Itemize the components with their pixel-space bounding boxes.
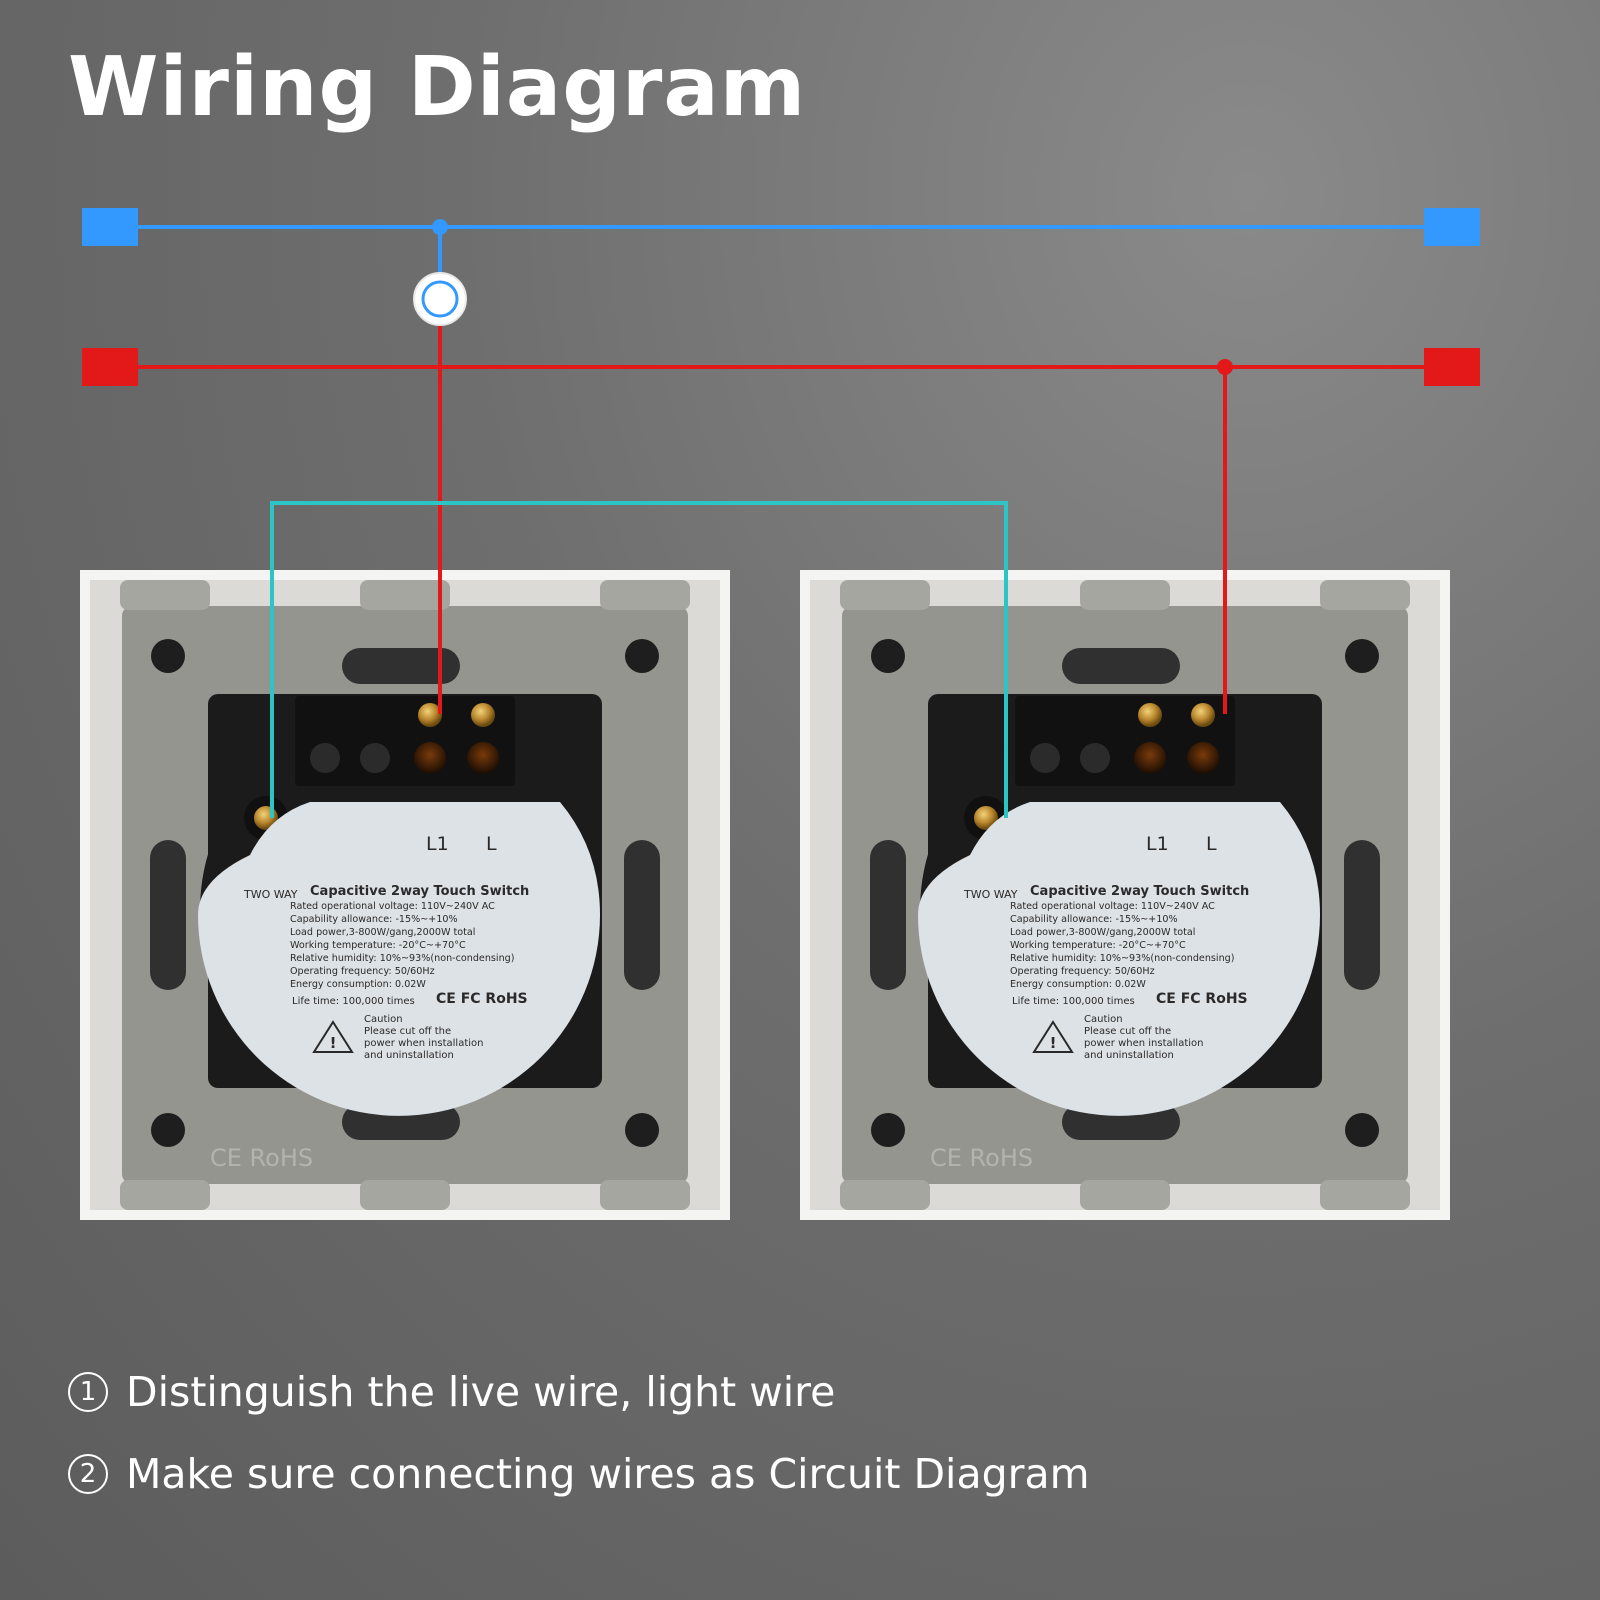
caution-title: Caution bbox=[1084, 1014, 1123, 1025]
switch-1: L1 L TWO WAY Capacitive 2way Touch Switc… bbox=[80, 570, 730, 1220]
terminal-l1-label: L1 bbox=[1146, 833, 1169, 855]
light-wire-terminal-right bbox=[1424, 208, 1480, 246]
spec-line: Rated operational voltage: 110V~240V AC bbox=[1010, 901, 1215, 912]
spec-line: Load power,3-800W/gang,2000W total bbox=[290, 927, 475, 938]
spec-line: Working temperature: -20°C~+70°C bbox=[1010, 940, 1186, 951]
caution-line: power when installation bbox=[364, 1038, 484, 1049]
instruction-step-2: 2 Make sure connecting wires as Circuit … bbox=[68, 1450, 1090, 1498]
instruction-step-1: 1 Distinguish the live wire, light wire bbox=[68, 1368, 835, 1416]
spec-line: Energy consumption: 0.02W bbox=[290, 979, 426, 990]
spec-line: Working temperature: -20°C~+70°C bbox=[290, 940, 466, 951]
terminal-l-label: L bbox=[1206, 833, 1217, 855]
housing-mark: CE RoHS bbox=[930, 1144, 1033, 1172]
spec-line: Operating frequency: 50/60Hz bbox=[1010, 966, 1155, 977]
page-title: Wiring Diagram bbox=[68, 40, 807, 135]
spec-line: Capability allowance: -15%~+10% bbox=[1010, 914, 1178, 925]
brand-label: TWO WAY bbox=[963, 888, 1018, 901]
switch-2: L1 L TWO WAY Capacitive 2way Touch Switc… bbox=[800, 570, 1450, 1220]
spec-line: Relative humidity: 10%~93%(non-condensin… bbox=[1010, 953, 1234, 964]
step-number: 2 bbox=[68, 1454, 108, 1494]
brand-label: TWO WAY bbox=[243, 888, 298, 901]
step-text: Distinguish the live wire, light wire bbox=[126, 1368, 836, 1416]
spec-line: Load power,3-800W/gang,2000W total bbox=[1010, 927, 1195, 938]
caution-line: and uninstallation bbox=[1084, 1050, 1174, 1061]
spec-line: Capability allowance: -15%~+10% bbox=[290, 914, 458, 925]
step-text: Make sure connecting wires as Circuit Di… bbox=[126, 1450, 1090, 1498]
terminal-l1-label: L1 bbox=[426, 833, 449, 855]
live-wire-terminal-left bbox=[82, 348, 138, 386]
spec-line: Energy consumption: 0.02W bbox=[1010, 979, 1146, 990]
caution-title: Caution bbox=[364, 1014, 403, 1025]
svg-text:!: ! bbox=[330, 1034, 337, 1052]
caution-line: and uninstallation bbox=[364, 1050, 454, 1061]
switch-2-label: L1 L TWO WAY Capacitive 2way Touch Switc… bbox=[963, 833, 1249, 1061]
switch-1-label: L1 L TWO WAY Capacitive 2way Touch Switc… bbox=[243, 833, 529, 1061]
svg-text:!: ! bbox=[1050, 1034, 1057, 1052]
traveller-wire bbox=[270, 501, 1008, 818]
step-number: 1 bbox=[68, 1372, 108, 1412]
spec-line: Relative humidity: 10%~93%(non-condensin… bbox=[290, 953, 514, 964]
live-wire-terminal-right bbox=[1424, 348, 1480, 386]
spec-line: Rated operational voltage: 110V~240V AC bbox=[290, 901, 495, 912]
caution-line: Please cut off the bbox=[1084, 1026, 1171, 1037]
product-label: Capacitive 2way Touch Switch bbox=[310, 884, 529, 899]
warning-icon: ! bbox=[1032, 1020, 1074, 1053]
live-wire-junction bbox=[1217, 359, 1233, 375]
caution-line: Please cut off the bbox=[364, 1026, 451, 1037]
spec-line: Life time: 100,000 times bbox=[292, 996, 415, 1007]
cert-marks: CE FC RoHS bbox=[1156, 991, 1248, 1007]
terminal-l-label: L bbox=[486, 833, 497, 855]
light-wire-terminal-left bbox=[82, 208, 138, 246]
cert-marks: CE FC RoHS bbox=[436, 991, 528, 1007]
lamp-icon bbox=[413, 272, 467, 326]
caution-line: power when installation bbox=[1084, 1038, 1204, 1049]
wires bbox=[82, 208, 1480, 818]
housing-mark: CE RoHS bbox=[210, 1144, 313, 1172]
spec-line: Operating frequency: 50/60Hz bbox=[290, 966, 435, 977]
warning-icon: ! bbox=[312, 1020, 354, 1053]
product-label: Capacitive 2way Touch Switch bbox=[1030, 884, 1249, 899]
spec-line: Life time: 100,000 times bbox=[1012, 996, 1135, 1007]
light-wire-junction bbox=[432, 219, 448, 235]
